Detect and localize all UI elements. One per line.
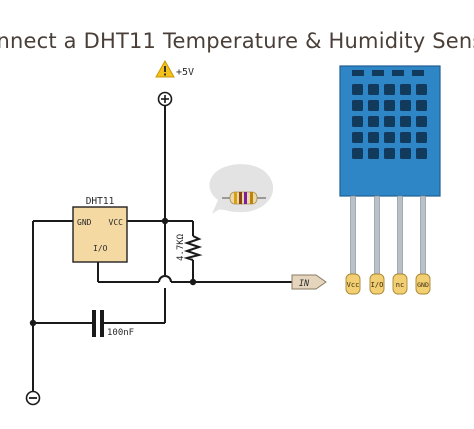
sensor-vent-hole (352, 84, 363, 95)
sensor-vent-slot (392, 70, 404, 76)
sensor-pin-nc: nc (392, 273, 408, 295)
dht11-sensor-module: Vcc I/O nc GND (339, 65, 441, 295)
sensor-legs (350, 195, 426, 275)
input-tag-label: IN (299, 279, 310, 289)
ic-label: DHT11 (86, 196, 115, 207)
sensor-vent-hole (416, 100, 427, 111)
sensor-vent-hole (352, 100, 363, 111)
sensor-vent-grid (352, 70, 427, 159)
sensor-vent-hole (384, 132, 395, 143)
sensor-vent-hole (416, 132, 427, 143)
sensor-vent-hole (400, 100, 411, 111)
resistor-color-bands-icon (209, 164, 274, 214)
sensor-vent-hole (384, 84, 395, 95)
plus-terminal-icon (157, 91, 173, 107)
sensor-pin-gnd: GND (415, 273, 431, 295)
sensor-vent-hole (400, 148, 411, 159)
sensor-pin-io: I/O (369, 273, 385, 295)
sensor-vent-hole (368, 116, 379, 127)
sensor-vent-hole (400, 132, 411, 143)
sensor-vent-hole (368, 100, 379, 111)
sensor-vent-hole (384, 100, 395, 111)
supply-voltage-label: +5V (176, 67, 194, 78)
sensor-vent-hole (368, 84, 379, 95)
wire-junctions (29, 217, 197, 327)
capacitor-value-label: 100nF (107, 328, 134, 338)
dht11-ic-symbol: DHT11 GND VCC I/O (72, 196, 128, 263)
sensor-vent-hole (352, 132, 363, 143)
sensor-vent-hole (416, 116, 427, 127)
sensor-pin-vcc: Vcc (345, 273, 361, 295)
resistor-value-label: 4.7KΩ (176, 233, 186, 261)
sensor-vent-hole (352, 148, 363, 159)
sensor-vent-slot (412, 70, 424, 76)
ic-pin-gnd: GND (77, 218, 92, 227)
sensor-vent-hole (400, 84, 411, 95)
sensor-pin-vcc-label: Vcc (347, 281, 360, 289)
circuit-wires (32, 105, 292, 391)
sensor-vent-hole (384, 148, 395, 159)
sensor-vent-slot (352, 70, 364, 76)
sensor-vent-hole (400, 116, 411, 127)
pullup-resistor (183, 235, 203, 261)
input-tag: IN (291, 274, 327, 290)
sensor-vent-hole (416, 148, 427, 159)
sensor-vent-hole (352, 116, 363, 127)
ic-pin-vcc: VCC (109, 218, 124, 227)
sensor-vent-hole (416, 84, 427, 95)
sensor-vent-hole (368, 148, 379, 159)
decoupling-capacitor (92, 310, 104, 337)
ic-pin-io: I/O (93, 244, 108, 253)
sensor-vent-hole (368, 132, 379, 143)
sensor-pin-gnd-label: GND (417, 281, 429, 289)
sensor-pin-nc-label: nc (396, 281, 404, 289)
sensor-pin-io-label: I/O (371, 281, 384, 289)
diagram-title: Connect a DHT11 Temperature & Humidity S… (0, 29, 474, 53)
sensor-vent-hole (384, 116, 395, 127)
sensor-vent-slot (372, 70, 384, 76)
warning-triangle-icon (155, 59, 175, 78)
minus-terminal-icon (25, 390, 41, 406)
